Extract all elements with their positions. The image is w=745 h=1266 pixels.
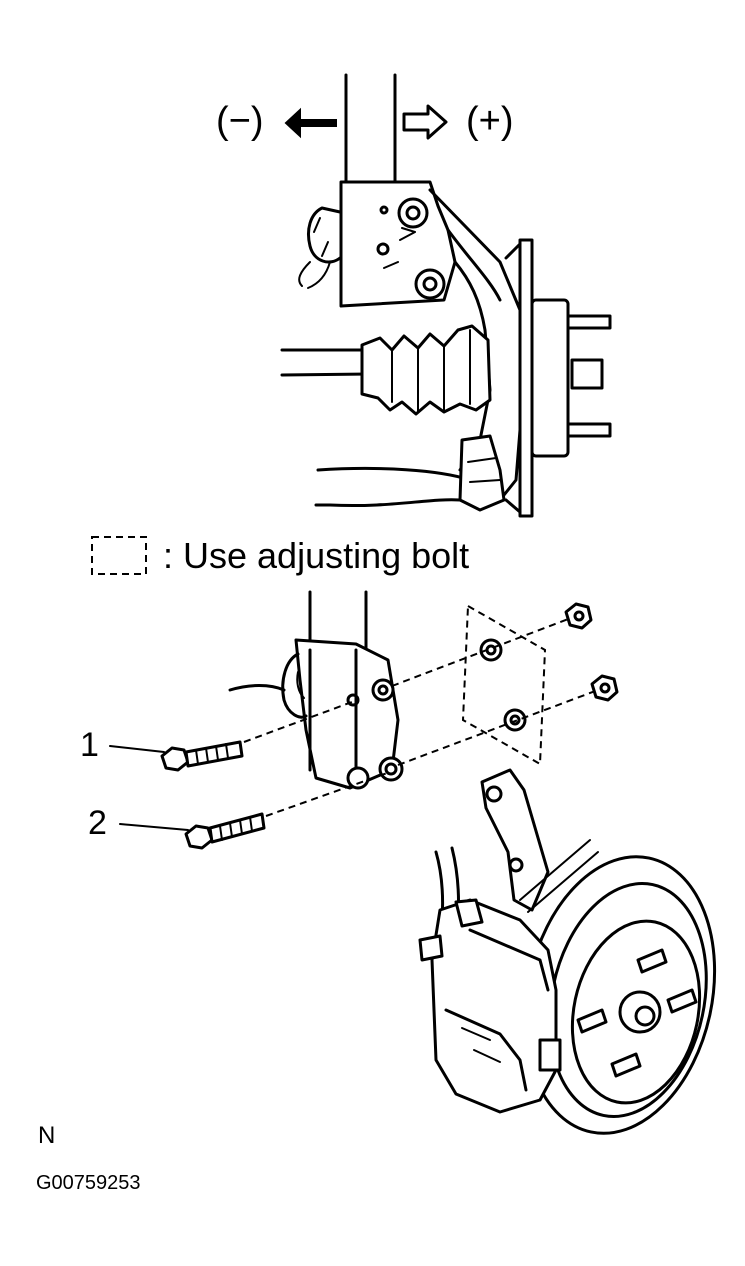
dashed-box-icon (91, 536, 147, 575)
bolt-2-shank (208, 812, 266, 844)
nut-upper (564, 602, 593, 630)
drive-shaft (280, 348, 372, 377)
arrow-left-icon (284, 107, 337, 139)
callout-leader-1 (109, 745, 165, 753)
callout-number-2: 2 (88, 804, 107, 842)
hub-flange (518, 238, 534, 518)
callout-number-1: 1 (80, 726, 99, 764)
nut-lower (590, 674, 619, 702)
exploded-view (109, 590, 717, 1135)
adjusting-bolt-region (461, 604, 547, 766)
legend-text: : Use adjusting bolt (163, 535, 470, 576)
bolt-1-shank (184, 740, 244, 768)
minus-direction-label: (−) (216, 100, 264, 142)
callout-leader-2 (119, 823, 189, 831)
arrow-right-icon (402, 104, 448, 140)
bolt-2-head (184, 824, 214, 850)
hub-body (530, 298, 570, 458)
bracket-bolt-lower (414, 268, 446, 300)
top-assembly (280, 73, 612, 518)
orientation-mark: N (38, 1122, 56, 1149)
hub-nut (570, 358, 604, 390)
brake-hose-clip (307, 206, 342, 264)
bracket-bolt-upper (397, 197, 429, 229)
cv-boot (360, 324, 492, 416)
ball-joint (458, 434, 506, 512)
bolt-1-head (160, 746, 190, 772)
exploded-knuckle-arm (480, 768, 550, 912)
plus-direction-label: (+) (466, 100, 514, 142)
figure-code: G00759253 (36, 1172, 141, 1194)
brake-caliper (430, 898, 558, 1114)
